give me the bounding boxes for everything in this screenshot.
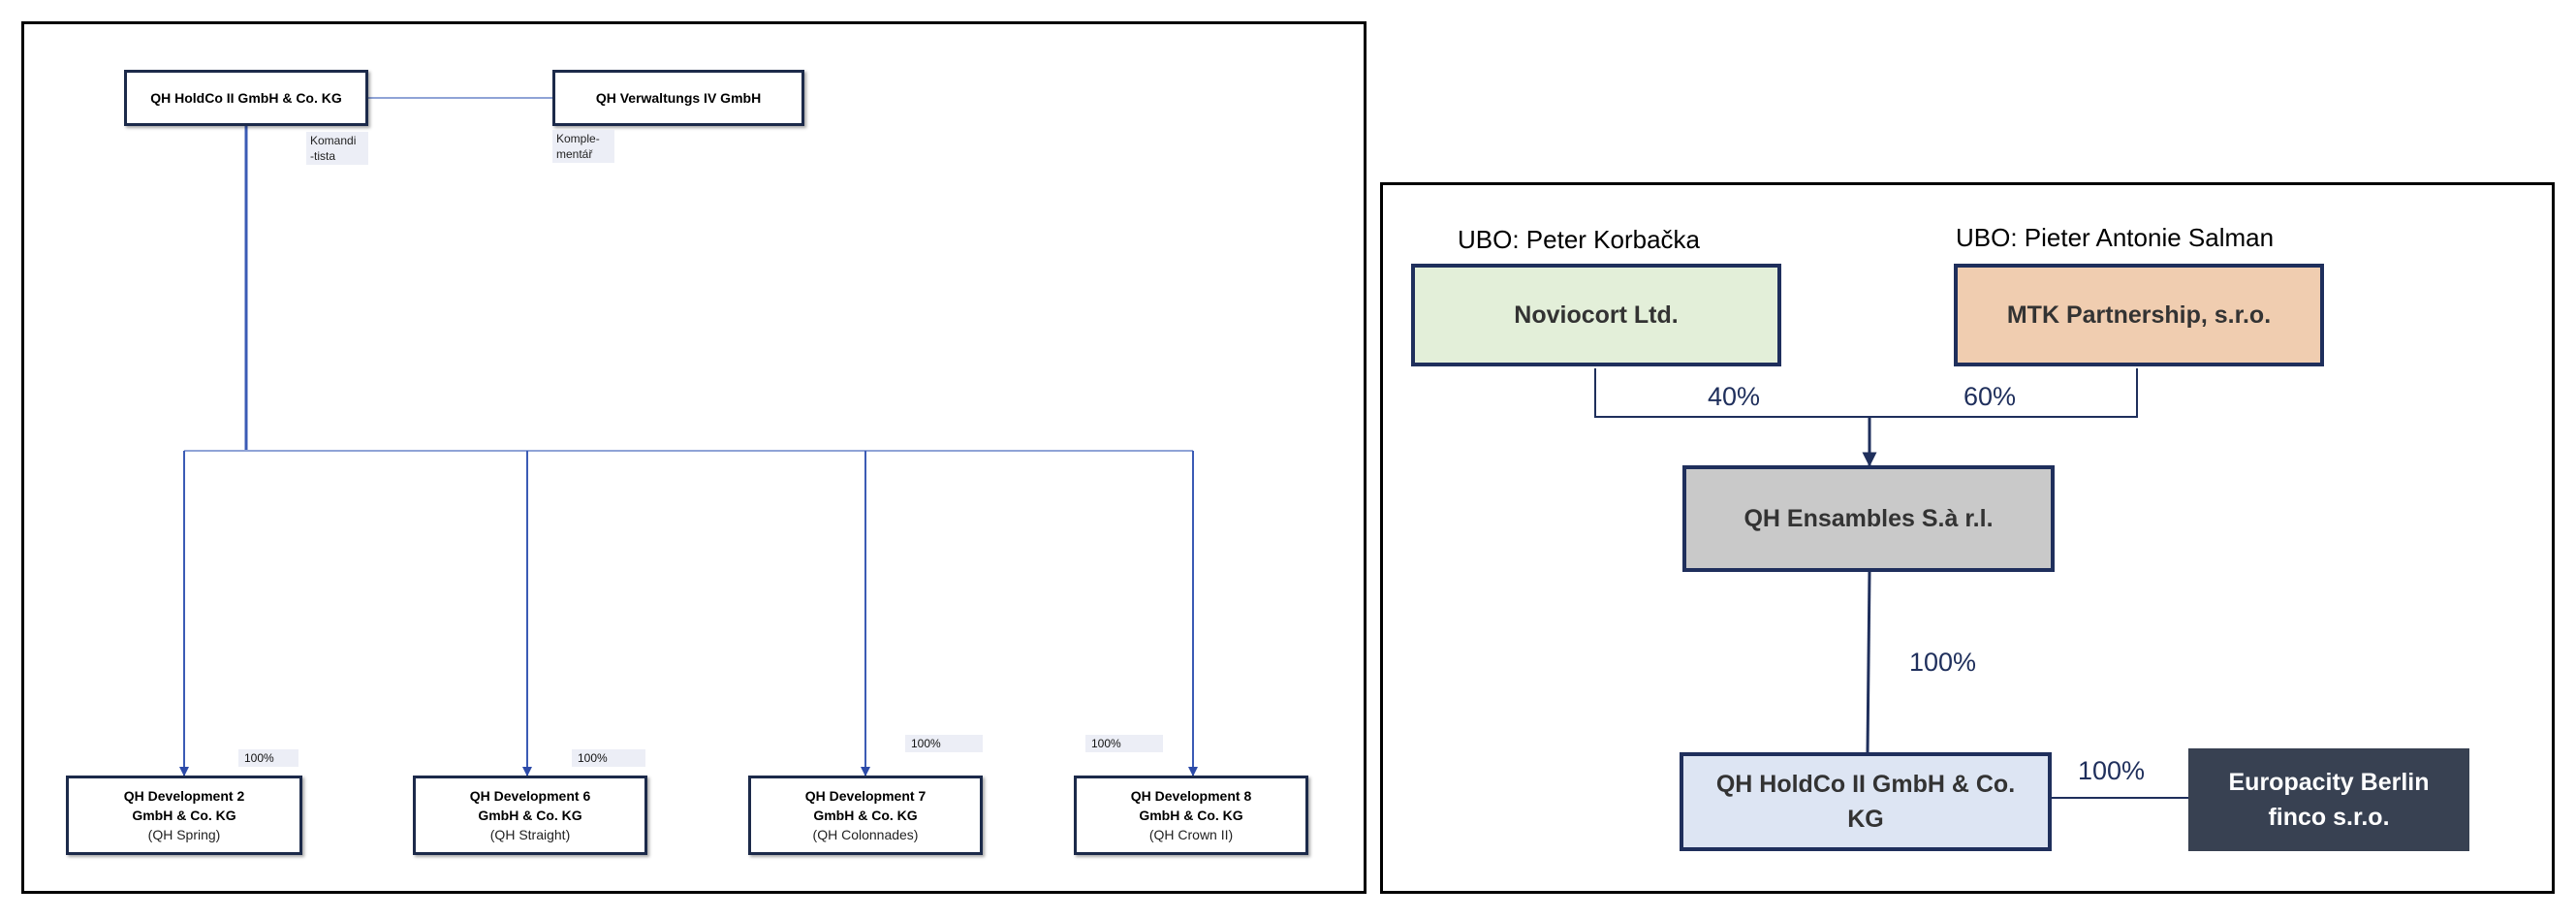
share-label-holdco-finco: 100% xyxy=(2078,756,2146,785)
development-8-box[interactable]: QH Development 8 GmbH & Co. KG (QH Crown… xyxy=(1074,776,1308,855)
share-label-ensambles-holdco: 100% xyxy=(1909,648,1977,677)
development-7-box[interactable]: QH Development 7 GmbH & Co. KG (QH Colon… xyxy=(748,776,983,855)
qh-ensambles-box[interactable]: QH Ensambles S.à r.l. xyxy=(1682,465,2055,572)
share-label-mtk: 60% xyxy=(1963,382,2017,411)
europacity-finco-box[interactable]: Europacity Berlin finco s.r.o. xyxy=(2188,748,2469,851)
share-label-development-7: 100% xyxy=(905,735,983,752)
development-6-box[interactable]: QH Development 6 GmbH & Co. KG (QH Strai… xyxy=(413,776,647,855)
share-label-development-8: 100% xyxy=(1085,735,1163,752)
share-label-noviocort: 40% xyxy=(1708,382,1761,411)
share-label-development-6: 100% xyxy=(572,749,645,767)
left-org-chart-panel xyxy=(21,21,1367,894)
komanditista-role-label: Komandi -tista xyxy=(306,132,368,165)
ubo-label-left: UBO: Peter Korbačka xyxy=(1458,225,1700,254)
noviocort-box[interactable]: Noviocort Ltd. xyxy=(1411,264,1781,366)
qh-holdco-box[interactable]: QH HoldCo II GmbH & Co. KG xyxy=(1680,752,2052,851)
mtk-partnership-box[interactable]: MTK Partnership, s.r.o. xyxy=(1954,264,2324,366)
development-2-box[interactable]: QH Development 2 GmbH & Co. KG (QH Sprin… xyxy=(66,776,302,855)
verwaltungs-label: QH Verwaltungs IV GmbH xyxy=(595,90,762,106)
verwaltungs-box[interactable]: QH Verwaltungs IV GmbH xyxy=(552,70,804,126)
holdco-label: QH HoldCo II GmbH & Co. KG xyxy=(150,90,342,106)
ubo-label-right: UBO: Pieter Antonie Salman xyxy=(1956,223,2275,252)
holdco-box[interactable]: QH HoldCo II GmbH & Co. KG xyxy=(124,70,368,126)
komplementar-role-label: Komple- mentář xyxy=(552,130,614,163)
share-label-development-2: 100% xyxy=(238,749,298,767)
